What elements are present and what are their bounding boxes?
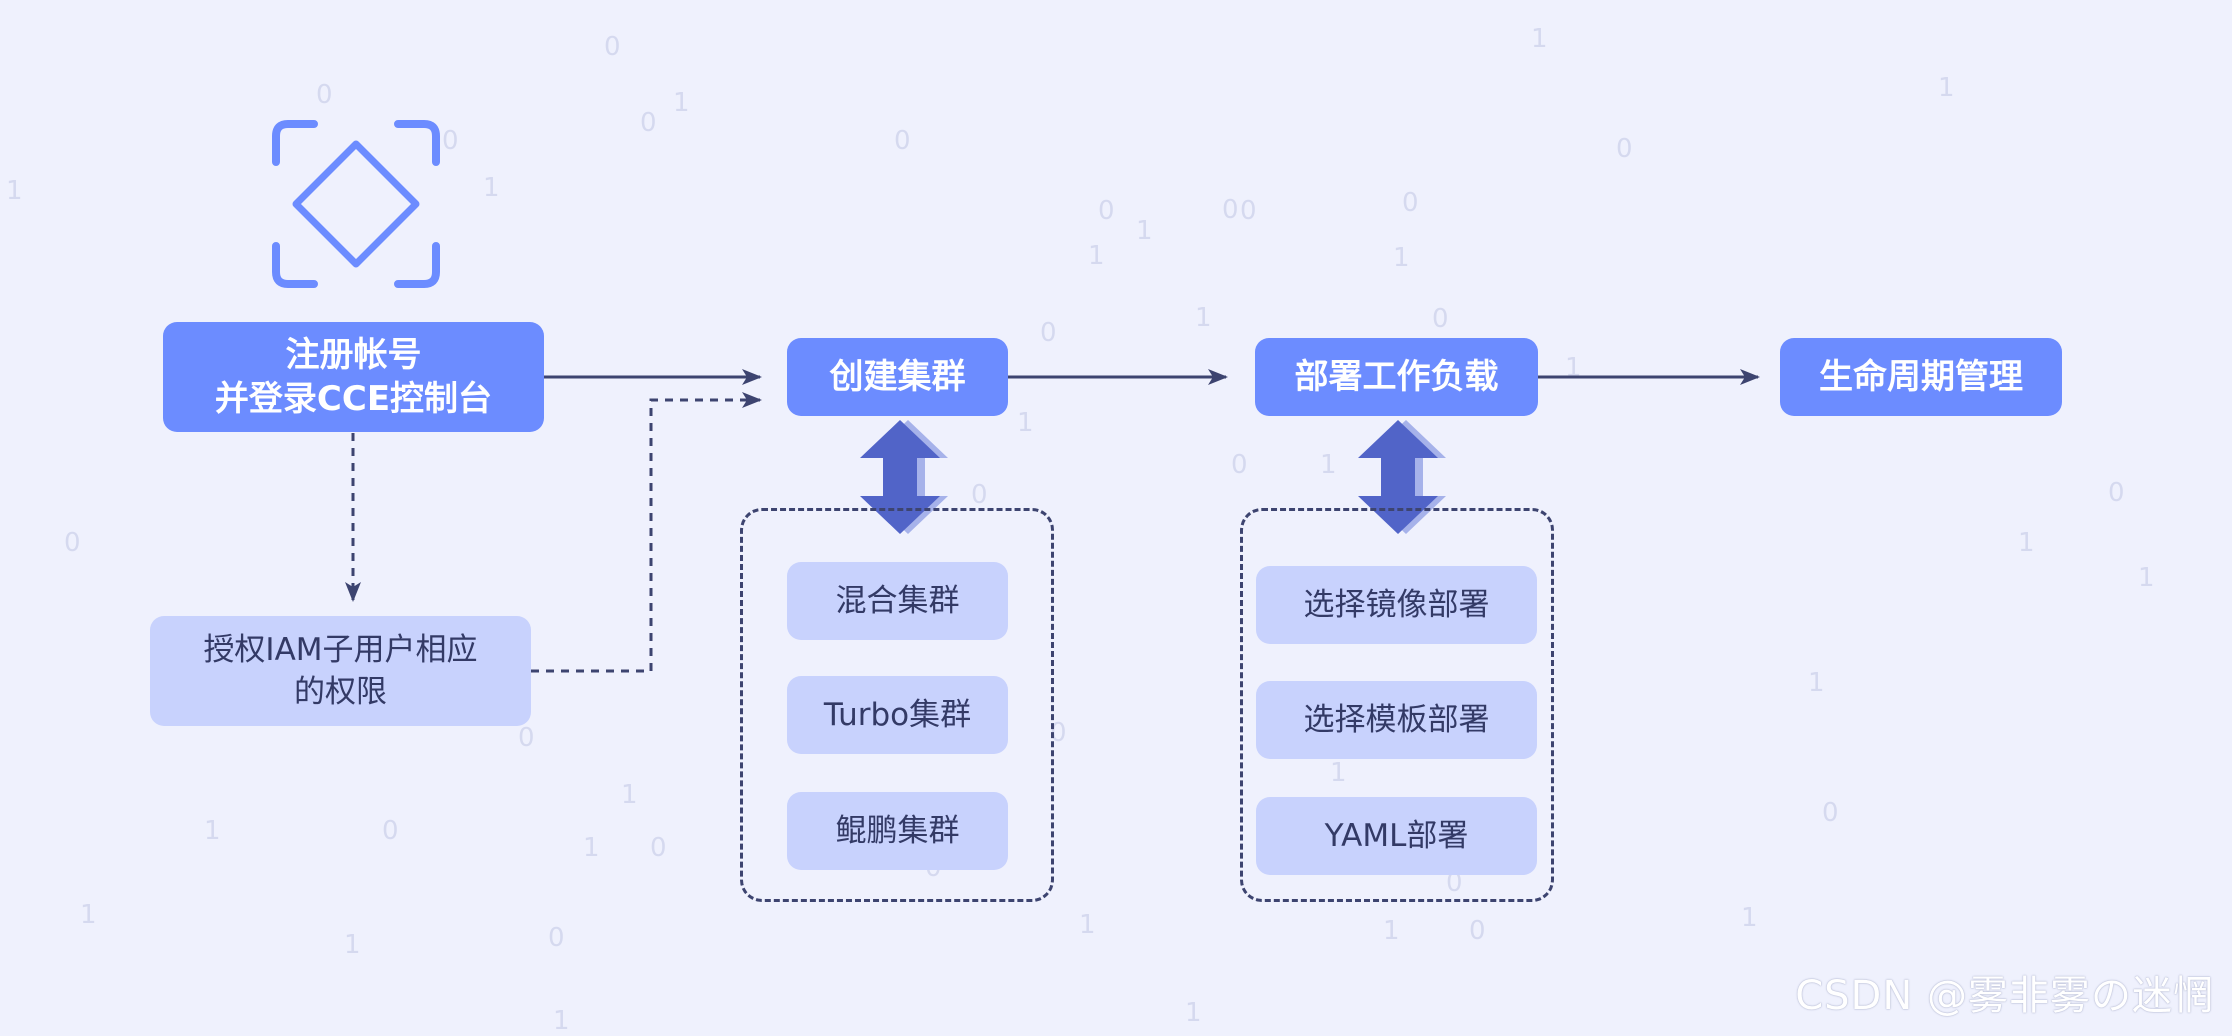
cluster-type-turbo: Turbo集群 xyxy=(787,676,1008,754)
double-arrow-deploy-methods xyxy=(1358,420,1446,534)
csdn-watermark: CSDN @雾非雾の迷惘 xyxy=(1795,973,2214,1019)
lifecycle-management-node: 生命周期管理 xyxy=(1780,338,2062,416)
double-arrow-create-cluster-types xyxy=(860,420,948,534)
cluster-type-hybrid: 混合集群 xyxy=(787,562,1008,640)
authorize-iam-node: 授权IAM子用户相应 的权限 xyxy=(150,616,531,726)
diamond-in-corner-frame-icon xyxy=(272,120,440,288)
create-cluster-node: 创建集群 xyxy=(787,338,1008,416)
deploy-method-template: 选择模板部署 xyxy=(1256,681,1537,759)
register-login-node: 注册帐号 并登录CCE控制台 xyxy=(163,322,544,432)
cluster-type-kunpeng: 鲲鹏集群 xyxy=(787,792,1008,870)
deploy-workload-node: 部署工作负载 xyxy=(1255,338,1538,416)
deploy-method-yaml: YAML部署 xyxy=(1256,797,1537,875)
dashed-arrow-authorize-to-create-cluster xyxy=(531,392,762,673)
deploy-methods-group xyxy=(1240,508,1554,902)
cluster-types-group xyxy=(740,508,1054,902)
deploy-method-image: 选择镜像部署 xyxy=(1256,566,1537,644)
